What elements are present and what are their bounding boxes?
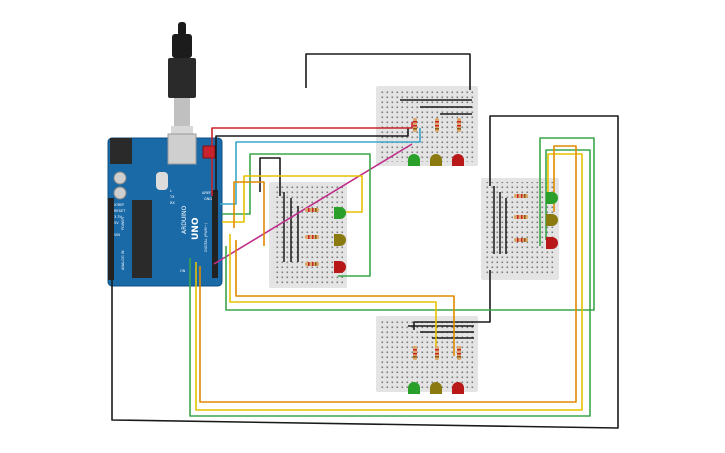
- resistor[interactable]: [514, 194, 528, 198]
- resistor[interactable]: [514, 238, 528, 242]
- arduino-uno-board[interactable]: ARDUINO UNO DIGITAL (PWM~) ANALOG IN POW…: [107, 133, 223, 287]
- capacitor: [113, 171, 127, 185]
- rx-label: RX: [170, 201, 175, 205]
- wire-orange-left[interactable]: [233, 181, 265, 246]
- breadboard-top[interactable]: [376, 86, 478, 166]
- leds: [334, 154, 558, 394]
- pin-3v3-label: 3.3V: [114, 215, 123, 219]
- atmega-chip: [132, 200, 152, 278]
- l-label: L: [170, 189, 172, 193]
- pin-vin-label: VIN: [114, 233, 120, 237]
- led-green[interactable]: [408, 154, 420, 166]
- resistor[interactable]: [457, 118, 461, 132]
- led-yellow[interactable]: [334, 234, 346, 246]
- resistor[interactable]: [413, 346, 417, 360]
- crystal: [156, 172, 168, 190]
- breadboard-bottom[interactable]: [376, 316, 478, 392]
- led-green[interactable]: [408, 382, 420, 394]
- power-jack: [110, 138, 132, 164]
- led-green[interactable]: [334, 207, 346, 219]
- wire-black-left[interactable]: [259, 157, 281, 196]
- digital-header[interactable]: [212, 190, 218, 278]
- on-label: ON: [180, 269, 186, 273]
- wire-yellow-bottom[interactable]: [195, 153, 583, 411]
- resistor[interactable]: [435, 346, 439, 360]
- led-red[interactable]: [452, 154, 464, 166]
- analog-header-label: ANALOG IN: [121, 250, 125, 270]
- board-model-label: ARDUINO: [181, 205, 188, 234]
- wire-orange-bottom[interactable]: [199, 145, 577, 403]
- wire-orange-mid[interactable]: [235, 240, 455, 356]
- resistor[interactable]: [305, 235, 319, 239]
- tx-label: TX: [169, 195, 175, 199]
- resistor[interactable]: [305, 262, 319, 266]
- led-green[interactable]: [546, 192, 558, 204]
- wire-green-right[interactable]: [225, 137, 595, 311]
- ioref-label: IOREF: [114, 203, 124, 207]
- led-yellow[interactable]: [430, 154, 442, 166]
- usb-cable[interactable]: [168, 22, 196, 140]
- wire-green-left[interactable]: [222, 153, 371, 277]
- resistor[interactable]: [413, 118, 417, 132]
- wire-green-bottom[interactable]: [189, 149, 591, 417]
- wire-black-top[interactable]: [305, 53, 471, 90]
- resistor[interactable]: [305, 208, 319, 212]
- resistor[interactable]: [435, 118, 439, 132]
- resistor[interactable]: [514, 215, 528, 219]
- pin-gnd-label: GND: [204, 197, 212, 201]
- led-yellow[interactable]: [430, 382, 442, 394]
- led-red[interactable]: [546, 237, 558, 249]
- reset-button[interactable]: [202, 145, 216, 159]
- wire-red-5v[interactable]: [211, 122, 413, 196]
- digital-header-label: DIGITAL (PWM~): [204, 222, 208, 252]
- reset-label: RESET: [114, 209, 126, 213]
- board-brand-label: UNO: [191, 217, 201, 240]
- usb-port: [167, 133, 197, 165]
- led-red[interactable]: [452, 382, 464, 394]
- led-yellow[interactable]: [546, 214, 558, 226]
- wire-blue[interactable]: [220, 128, 421, 205]
- resistor[interactable]: [457, 346, 461, 360]
- power-header[interactable]: [108, 198, 114, 280]
- power-header-label: POWER: [121, 216, 125, 230]
- wire-yellow-mid[interactable]: [229, 234, 437, 356]
- wire-yellow-left[interactable]: [222, 175, 363, 223]
- wire-black-bottom[interactable]: [413, 270, 491, 330]
- resistors: [305, 118, 528, 360]
- pin-5v-label: 5V: [114, 221, 119, 225]
- capacitor: [113, 186, 127, 200]
- wire-black-gnd[interactable]: [215, 128, 409, 192]
- wire-black-loop[interactable]: [111, 115, 619, 429]
- pin-aref-label: AREF: [202, 191, 211, 195]
- led-red[interactable]: [334, 261, 346, 273]
- wire-magenta[interactable]: [213, 143, 413, 265]
